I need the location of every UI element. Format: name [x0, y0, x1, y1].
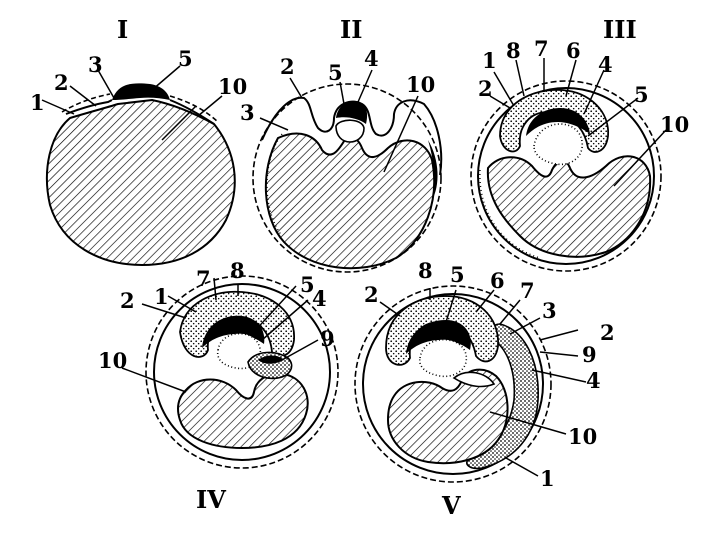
panel-III-amnion [499, 89, 609, 153]
panel-II-roman: II [340, 15, 362, 44]
panel-V-label-2-left: 2 [364, 282, 379, 307]
panel-V-label-5: 5 [450, 262, 465, 287]
panel-V-stalk [452, 371, 496, 388]
panel-II-label-4: 4 [364, 46, 379, 71]
panel-V-leaders [379, 288, 587, 477]
panel-II: II 2 3 5 4 10 [240, 15, 443, 273]
panel-II-outer-dashed [252, 83, 442, 273]
panel-III-roman: III [603, 15, 637, 44]
panel-III-disc [526, 108, 590, 136]
panel-I-roman: I [117, 15, 128, 44]
panel-II-label-10: 10 [406, 72, 435, 97]
panel-I-label-2: 2 [54, 70, 69, 95]
panel-I-label-5: 5 [178, 46, 193, 71]
panel-III-yolk [486, 155, 652, 258]
panel-V-label-9: 9 [582, 342, 597, 367]
panel-I-disc [112, 83, 170, 100]
panel-IV-roman: IV [196, 485, 226, 514]
panel-I-label-3: 3 [88, 52, 103, 77]
panel-III-label-7: 7 [534, 36, 549, 61]
panel-IV-label-9: 9 [320, 326, 335, 351]
panel-V-label-1: 1 [540, 466, 555, 491]
panel-III-label-6: 6 [566, 38, 581, 63]
panel-IV: IV 8 7 1 5 2 4 9 10 [98, 258, 339, 514]
panel-IV-label-7: 7 [196, 266, 211, 291]
panel-V-amnion [385, 295, 499, 366]
panel-II-label-2: 2 [280, 54, 295, 79]
panel-V-outer-dashed [354, 285, 552, 483]
panel-III-leaders [489, 58, 667, 187]
panel-IV-label-8: 8 [230, 258, 245, 283]
panel-III-label-10: 10 [660, 112, 689, 137]
panel-V: V 8 5 6 7 2 3 2 9 4 10 1 [354, 258, 615, 520]
panel-IV-label-5: 5 [300, 272, 315, 297]
panel-II-label-3: 3 [240, 100, 255, 125]
panel-V-chorion [362, 293, 544, 475]
panel-V-label-3: 3 [542, 298, 557, 323]
panel-IV-outer-dashed [145, 275, 339, 469]
panel-III: III 1 8 7 6 4 2 5 10 [470, 15, 689, 272]
panel-V-disc [406, 320, 471, 354]
panel-I-label-10: 10 [218, 74, 247, 99]
panel-IV-label-1: 1 [154, 284, 169, 309]
panel-III-label-8: 8 [506, 38, 521, 63]
panel-III-outer-dashed [470, 80, 662, 272]
panel-II-crescent-right [428, 140, 438, 200]
panel-IV-leaders [121, 277, 319, 393]
panel-III-label-4: 4 [598, 52, 613, 77]
panel-IV-chorion [153, 283, 331, 461]
panel-V-label-4: 4 [586, 368, 601, 393]
panel-III-label-2: 2 [478, 76, 493, 101]
panel-V-roman-text: V [441, 491, 461, 520]
panel-V-label-6: 6 [490, 268, 505, 293]
panel-II-leaders [259, 69, 419, 173]
panel-I-yolk [46, 98, 236, 267]
panel-IV-label-2: 2 [120, 288, 135, 313]
panel-IV-label-4: 4 [312, 286, 327, 311]
panel-V-label-2-right: 2 [600, 320, 615, 345]
panel-III-chorion [477, 87, 655, 265]
panel-IV-allantois-black [258, 355, 284, 364]
panel-IV-label-10: 10 [98, 348, 127, 373]
panel-II-head [335, 119, 365, 143]
panel-II-yolk [264, 132, 436, 270]
panel-IV-yolk [177, 372, 309, 450]
panel-I: I 1 2 3 5 10 [30, 15, 247, 267]
panel-IV-disc [202, 315, 265, 348]
panel-V-head [418, 338, 468, 378]
panel-V-label-8: 8 [418, 258, 433, 283]
panel-I-label-1: 1 [30, 90, 45, 115]
panel-II-disc [336, 100, 368, 124]
panel-II-label-5: 5 [328, 60, 343, 85]
panel-I-membrane [61, 93, 219, 123]
panel-I-leaders [41, 65, 223, 141]
panel-III-label-5: 5 [634, 82, 649, 107]
panel-III-head [533, 123, 584, 166]
panel-V-label-10: 10 [568, 424, 597, 449]
panel-V-label-7: 7 [520, 278, 535, 303]
panel-III-label-1: 1 [482, 48, 497, 73]
